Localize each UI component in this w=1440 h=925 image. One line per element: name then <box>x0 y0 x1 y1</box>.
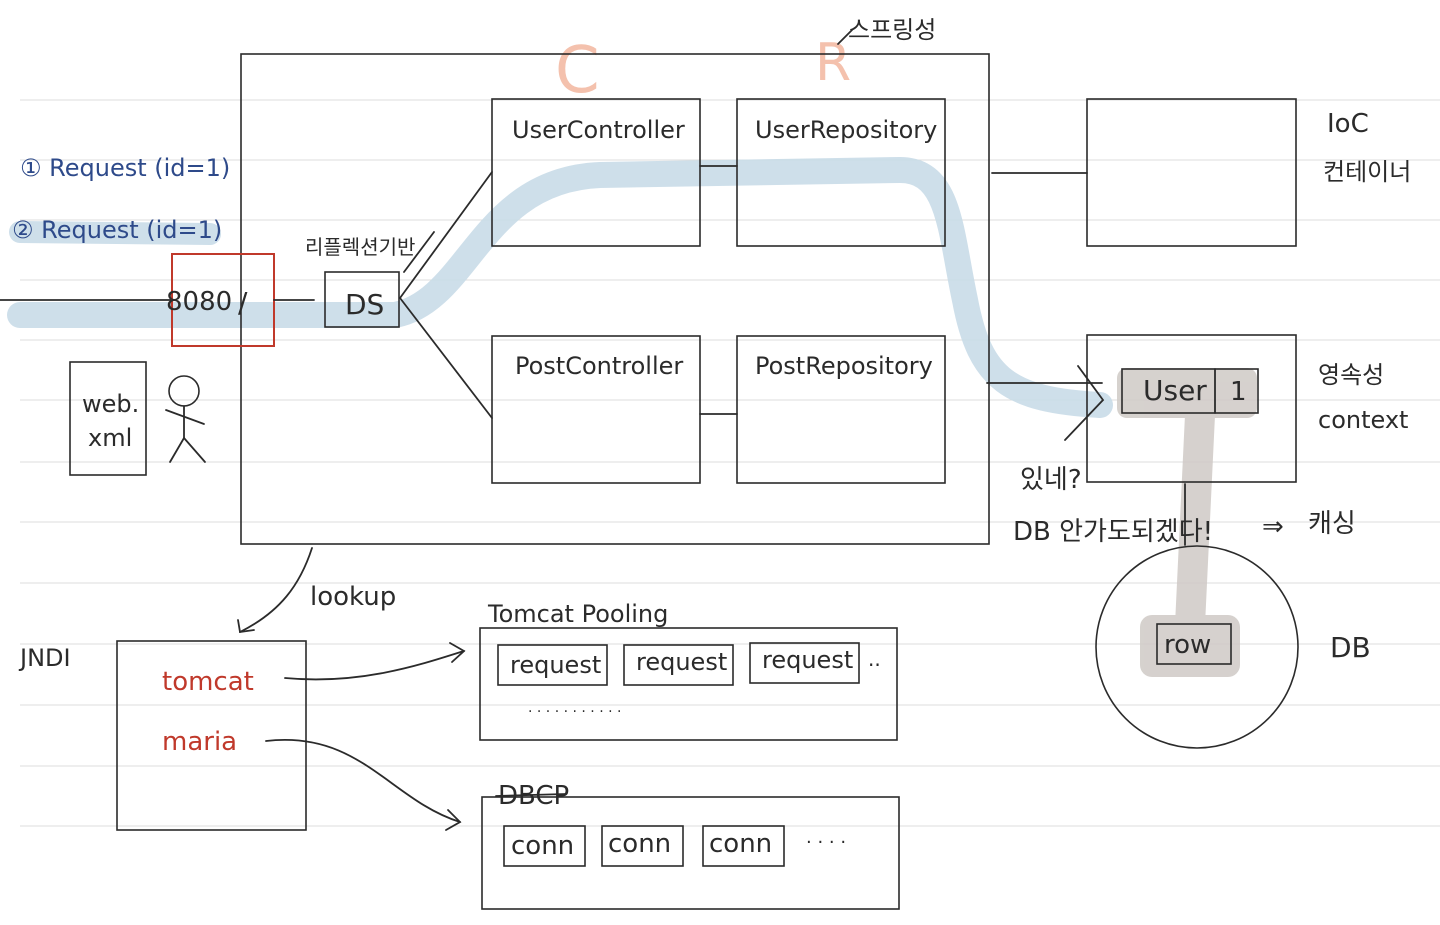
port-8080-label: 8080 <box>166 287 232 317</box>
user-figure-icon <box>165 375 206 463</box>
arrow-symbol: ⇒ <box>1262 512 1284 542</box>
notebook-rules <box>20 99 1440 827</box>
tomcat-arrow-head <box>449 642 466 663</box>
user-repository-box <box>736 98 946 247</box>
tomcat-pool-box <box>479 627 898 741</box>
spring-label-tick <box>837 29 853 45</box>
row-box <box>1156 623 1232 665</box>
exists-note: 있네? <box>1020 465 1082 495</box>
spring-container-box <box>240 53 990 545</box>
maria-label: maria <box>162 727 237 757</box>
request-item-1: request <box>510 651 601 679</box>
conn-item-2: conn <box>608 829 671 859</box>
request-1-label: ① Request (id=1) <box>20 154 230 182</box>
lookup-arrow-head <box>237 619 255 634</box>
tomcat-pooling-label: Tomcat Pooling <box>487 600 668 628</box>
no-db-note: DB 안가도되겠다! <box>1013 517 1213 547</box>
request-item-box-3 <box>749 642 860 684</box>
persistence-context-box <box>1086 334 1297 483</box>
conn-item-1: conn <box>511 831 574 861</box>
jndi-box <box>116 640 307 831</box>
request-item-2: request <box>636 648 727 676</box>
request-item-box-1 <box>497 644 608 686</box>
ds-to-post-controller <box>399 297 493 419</box>
user-controller-label: UserController <box>512 116 685 144</box>
ds-to-user-controller <box>399 171 493 299</box>
dispatcher-servlet-label: DS <box>345 288 384 321</box>
ioc-label-line2: 컨테이너 <box>1323 158 1411 186</box>
reflection-pointer <box>403 231 435 273</box>
user-repository-label: UserRepository <box>755 116 937 144</box>
lookup-label: lookup <box>310 582 396 612</box>
tomcat-to-pool-arrow <box>284 650 465 681</box>
conn-item-3: conn <box>709 829 772 859</box>
request-item-3: request <box>762 646 853 674</box>
user-cell-label: User <box>1143 374 1207 407</box>
lookup-arrow <box>239 547 313 633</box>
conn-item-box-3 <box>702 825 785 867</box>
post-repository-label: PostRepository <box>755 352 933 380</box>
request-dots: · · · · · · · · · · · <box>528 704 621 720</box>
c-letter: C <box>555 34 600 108</box>
spring-label: 스프링성 <box>848 16 936 44</box>
jndi-label: JNDI <box>18 644 71 672</box>
web-xml-box <box>69 361 147 476</box>
db-circle <box>1095 545 1299 749</box>
request-item-box-2 <box>623 644 734 686</box>
persistence-label-line2: context <box>1318 406 1408 434</box>
request-2-label: ② Request (id=1) <box>12 216 222 244</box>
ioc-label-line1: IoC <box>1327 109 1369 139</box>
caching-label: 캐싱 <box>1308 509 1356 539</box>
reflection-label: 리플렉션기반 <box>305 235 415 259</box>
request-ellipsis: .. <box>868 647 881 671</box>
ioc-container-box <box>1086 98 1297 247</box>
maria-arrow-head <box>445 809 462 831</box>
dbcp-strike <box>495 793 567 797</box>
cache-highlight <box>1117 368 1257 677</box>
request2-highlight <box>9 221 221 245</box>
root-slash: / <box>238 286 248 319</box>
row-label: row <box>1164 630 1211 660</box>
maria-to-dbcp-arrow <box>265 738 461 823</box>
db-label: DB <box>1330 631 1371 664</box>
post-controller-label: PostController <box>515 352 683 380</box>
user-controller-box <box>491 98 701 247</box>
r-letter: R <box>815 33 851 93</box>
request-flow-highlight <box>7 156 1113 418</box>
post-controller-box <box>491 335 701 484</box>
dispatcher-servlet-box <box>324 271 400 328</box>
user-cell-box <box>1121 368 1259 414</box>
persistence-label-line1: 영속성 <box>1318 361 1384 389</box>
dbcp-box <box>481 796 900 910</box>
web-xml-line2: xml <box>88 424 132 452</box>
tomcat-label: tomcat <box>162 667 254 697</box>
post-repository-box <box>736 335 946 484</box>
conn-item-box-1 <box>503 825 586 867</box>
conn-item-box-2 <box>601 825 684 867</box>
conn-ellipsis: · · · · <box>806 832 846 853</box>
web-xml-line1: web. <box>82 390 139 418</box>
user-cell-id: 1 <box>1230 377 1247 407</box>
